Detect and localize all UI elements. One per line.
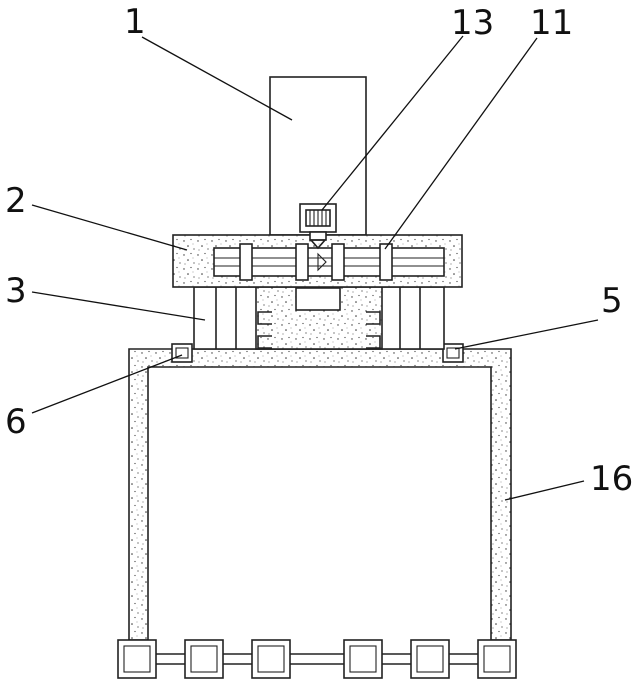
rail-clamp-2	[295, 243, 309, 281]
left-support-block	[171, 343, 193, 363]
callout-16: 16	[590, 459, 633, 499]
base-frame	[128, 348, 512, 641]
callout-11: 11	[530, 3, 573, 43]
right-support-block	[442, 343, 464, 363]
roller-chain	[117, 639, 517, 679]
leader-13	[321, 35, 464, 211]
rail-clamp-3	[331, 243, 345, 281]
motor	[299, 203, 337, 250]
callout-6: 6	[5, 402, 27, 442]
chain-roller-6	[477, 639, 517, 679]
chain-roller-4	[343, 639, 383, 679]
callout-3: 3	[5, 271, 27, 311]
upper-plate	[172, 234, 463, 288]
leader-1	[141, 36, 293, 121]
callout-5: 5	[601, 281, 623, 321]
rail-clamp-1	[239, 243, 253, 281]
callout-2: 2	[5, 181, 27, 221]
callout-1: 1	[124, 2, 146, 42]
chain-roller-2	[184, 639, 224, 679]
leader-16	[504, 480, 585, 501]
leader-2	[31, 204, 188, 251]
rail-clamp-4	[379, 243, 393, 281]
leader-11	[384, 37, 538, 250]
chain-roller-3	[251, 639, 291, 679]
callout-13: 13	[451, 3, 494, 43]
lower-housing	[193, 286, 445, 350]
leader-3	[31, 291, 206, 321]
center-slot	[295, 287, 341, 311]
leader-6	[31, 354, 183, 414]
leader-5	[454, 319, 599, 350]
chain-roller-1	[117, 639, 157, 679]
chain-roller-5	[410, 639, 450, 679]
